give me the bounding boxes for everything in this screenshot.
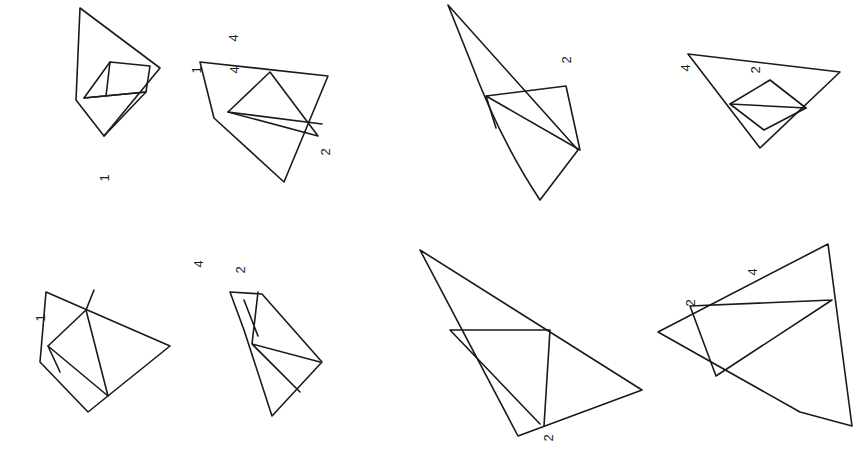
callout-number: 4	[679, 64, 692, 71]
callout-number: 2	[319, 148, 332, 155]
triangle-sketch	[40, 290, 170, 412]
callout-number: 1	[190, 66, 203, 73]
triangle-sketch	[420, 250, 642, 436]
triangle-sketch	[658, 244, 852, 426]
triangle-sketch	[230, 292, 322, 416]
callout-number: 2	[560, 56, 573, 63]
callout-number: 1	[34, 314, 47, 321]
callout-number: 2	[234, 266, 247, 273]
triangle-sketch	[76, 8, 160, 136]
callout-number: 4	[228, 66, 241, 73]
triangle-sketch	[688, 54, 840, 148]
callout-number: 2	[684, 299, 697, 306]
callout-number: 4	[227, 34, 240, 41]
triangle-sketch	[448, 5, 580, 200]
triangle-sketch	[200, 62, 328, 182]
callout-number: 2	[749, 66, 762, 73]
callout-number: 4	[746, 268, 759, 275]
callout-number: 2	[542, 434, 555, 441]
callout-number: 4	[192, 260, 205, 267]
callout-number: 1	[98, 174, 111, 181]
